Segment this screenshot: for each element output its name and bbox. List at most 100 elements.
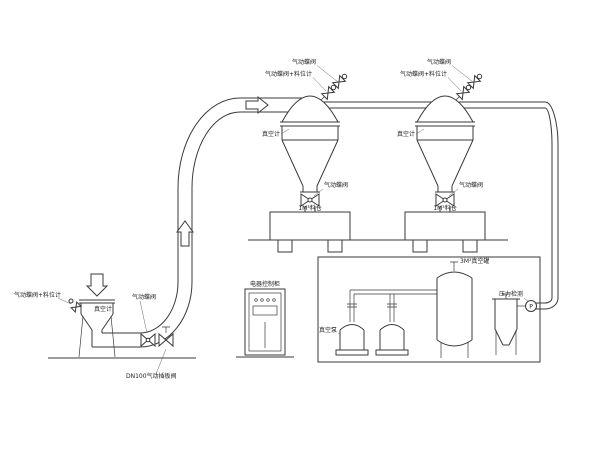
leader-line (313, 188, 324, 197)
pump-dome (339, 324, 365, 331)
stand-foot (327, 239, 343, 253)
valve-bowtie-icon (158, 332, 174, 348)
pump-body (379, 330, 405, 351)
receiver-stub (304, 206, 316, 212)
stand-foot (277, 239, 293, 253)
valve-bowtie-icon (69, 300, 83, 314)
pipe-elbow (544, 297, 553, 304)
top-butterfly-valve-icon (455, 85, 471, 101)
control-cabinet-label: 电器控制柜 (250, 280, 280, 288)
flow-arrow-down-icon (85, 273, 109, 297)
receiver-dome (416, 95, 474, 123)
butterfly-valve-label: 气动蝶阀 (427, 58, 451, 66)
receiver-stub (439, 206, 451, 212)
valve-disc-icon (442, 197, 448, 203)
indicator-light-icon (260, 298, 264, 302)
vacuum-tank-label: 3M³真空罐 (460, 257, 489, 265)
valve-actuator-icon (68, 298, 74, 304)
pipe-elbow (544, 101, 559, 146)
pipe-elbow (544, 107, 553, 146)
top-butterfly-level-valve-icon (466, 74, 482, 90)
filter-top-fitting (502, 293, 510, 299)
pressure-detection-label: 压力检测 (499, 290, 523, 298)
feeder-shell (80, 303, 114, 314)
leader-line (451, 65, 474, 83)
vacuum-gauge-label: 真空计 (397, 130, 415, 138)
cabinet-body (244, 288, 286, 356)
cabinet-panel (252, 305, 278, 316)
feeder-legs (78, 315, 116, 358)
valve-actuator-icon (465, 84, 472, 91)
tank-bottom-dish (436, 339, 473, 347)
valve-actuator-icon (476, 73, 483, 80)
pump-riser-pipe (389, 294, 395, 322)
pump-dome (379, 324, 405, 331)
riser-flange (347, 303, 397, 308)
leader-line (280, 128, 290, 135)
indicator-light-icon (272, 298, 276, 302)
valve-disc-icon (307, 197, 313, 203)
receiver-flange (280, 121, 340, 127)
leader-line (337, 332, 342, 336)
leader-line (57, 297, 72, 305)
tank-legs (440, 342, 469, 358)
pipe-elbow (177, 97, 241, 189)
vacuum-pump-label: 真空泵 (319, 326, 337, 334)
support-stand (269, 211, 351, 241)
pressure-gauge: P (525, 300, 537, 312)
pipe-elbow (191, 111, 241, 189)
receiver-outlet (300, 186, 320, 193)
feeder-vacuum-gauge-label: 真空计 (94, 305, 112, 313)
pipe-butterfly-valve-label: 气动蝶阀 (132, 293, 156, 301)
leader-line (447, 77, 462, 92)
pipe-elbow (544, 297, 559, 310)
filter-cone (494, 328, 518, 346)
material-conveying-pipe (91, 97, 302, 348)
feeder-flange (79, 299, 115, 304)
vacuum-gauge-label: 真空计 (262, 130, 280, 138)
leader-line (448, 188, 459, 197)
silo-label: 1M³料仓 (298, 204, 321, 212)
tank-top-nozzle (450, 261, 458, 271)
butterfly-valve-level-label: 气动蝶阀+料位计 (265, 70, 312, 78)
valve-bowtie-icon (320, 85, 336, 101)
control-cabinet: 电器控制柜 (236, 280, 294, 358)
feeder-outlet (91, 330, 103, 333)
receiver-flange (415, 121, 475, 127)
valve-disc-icon (145, 337, 151, 343)
stand-foot (412, 239, 428, 253)
butterfly-valve-level-label: 气动蝶阀+料位计 (400, 70, 447, 78)
inline-gate-valve (158, 326, 174, 348)
pump-riser-pipe (349, 294, 355, 322)
filter-legs (495, 330, 517, 355)
pressure-gauge-letter: P (529, 304, 533, 311)
receiver-cone (416, 139, 474, 187)
tank-top-dish (436, 271, 473, 279)
support-stand (404, 211, 486, 241)
suction-manifold-pipe (349, 289, 437, 295)
receiver-shell (281, 126, 339, 140)
receiver-b: 气动蝶阀 气动蝶阀+料位计 真空计 气动蝶阀 1M³料仓 (397, 58, 486, 253)
inline-butterfly-valve (140, 332, 156, 348)
valve-bowtie-icon (466, 74, 482, 90)
valve-actuator-icon (341, 73, 348, 80)
receiver-a: 气动蝶阀 气动蝶阀+料位计 真空计 气动蝶阀 1M³料仓 (262, 58, 351, 253)
pump-body (339, 330, 365, 351)
discharge-valve-label: 气动蝶阀 (459, 181, 483, 189)
receiver-outlet (435, 186, 455, 193)
valve-bowtie-icon (331, 74, 347, 90)
leader-line (155, 348, 167, 375)
leader-line (415, 128, 425, 135)
discharge-valve-label: 气动蝶阀 (324, 181, 348, 189)
leader-line (312, 77, 327, 92)
vacuum-pump-1 (335, 324, 369, 356)
indicator-light-icon (266, 298, 270, 302)
leader-line (139, 300, 148, 334)
pressure-gauge-icon (525, 300, 537, 312)
cabinet-door (248, 292, 282, 352)
pump-base (335, 349, 369, 356)
vacuum-header-pipe (324, 101, 559, 310)
feeder-cone (80, 313, 114, 331)
filter-unit: 压力检测 (492, 290, 530, 355)
